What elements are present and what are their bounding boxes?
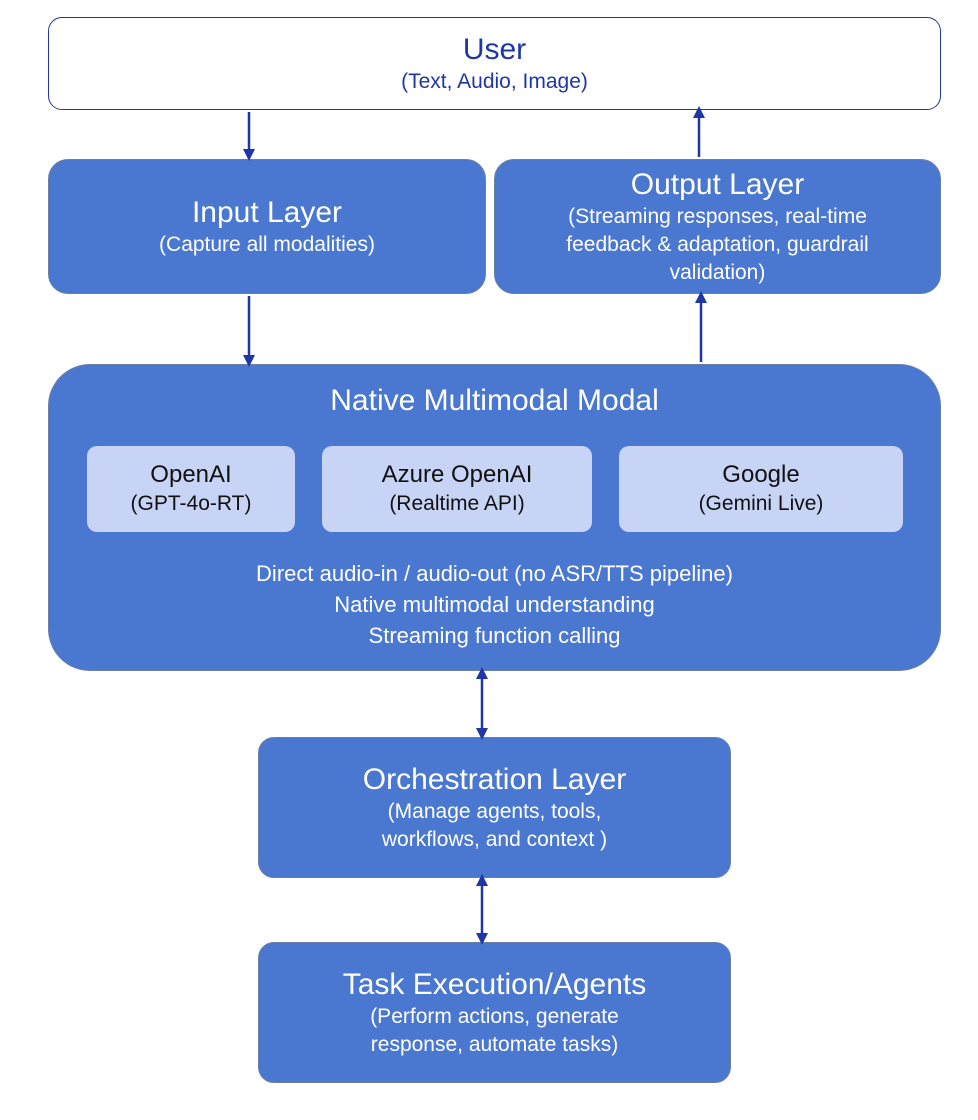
provider-name: Azure OpenAI — [381, 461, 533, 488]
user-box: User (Text, Audio, Image) — [48, 17, 941, 110]
output-layer-subtitle: (Streaming responses, real-time feedback… — [566, 204, 869, 284]
input-layer-subtitle: (Capture all modalities) — [159, 232, 375, 256]
orchestration-layer-box: Orchestration Layer (Manage agents, tool… — [258, 737, 731, 878]
provider-detail: (Gemini Live) — [698, 492, 824, 515]
provider-detail: (GPT-4o-RT) — [130, 492, 252, 515]
feature-item: Native multimodal understanding — [334, 592, 655, 617]
feature-list: Direct audio-in / audio-out (no ASR/TTS … — [49, 558, 940, 651]
provider-detail: (Realtime API) — [389, 492, 525, 515]
provider-name: OpenAI — [150, 461, 232, 488]
orchestration-layer-title: Orchestration Layer — [362, 762, 627, 796]
task-execution-box: Task Execution/Agents (Perform actions, … — [258, 942, 731, 1083]
input-layer-box: Input Layer (Capture all modalities) — [48, 159, 486, 294]
multimodal-model-box: Native Multimodal Modal OpenAI (GPT-4o-R… — [48, 364, 941, 671]
output-layer-title: Output Layer — [630, 167, 805, 201]
user-title: User — [462, 32, 527, 66]
user-subtitle: (Text, Audio, Image) — [401, 69, 588, 93]
orchestration-layer-subtitle: (Manage agents, tools, workflows, and co… — [381, 799, 608, 851]
provider-card-openai: OpenAI (GPT-4o-RT) — [87, 446, 295, 532]
provider-card-google: Google (Gemini Live) — [619, 446, 903, 532]
task-execution-subtitle: (Perform actions, generate response, aut… — [370, 1004, 619, 1056]
provider-card-azure-openai: Azure OpenAI (Realtime API) — [322, 446, 592, 532]
task-execution-title: Task Execution/Agents — [342, 967, 647, 1001]
provider-list: OpenAI (GPT-4o-RT) Azure OpenAI (Realtim… — [49, 446, 940, 532]
provider-name: Google — [722, 461, 800, 488]
output-layer-box: Output Layer (Streaming responses, real-… — [494, 159, 941, 294]
input-layer-title: Input Layer — [191, 195, 343, 229]
feature-item: Direct audio-in / audio-out (no ASR/TTS … — [256, 561, 733, 586]
feature-item: Streaming function calling — [368, 623, 621, 648]
multimodal-model-title: Native Multimodal Modal — [330, 384, 659, 417]
